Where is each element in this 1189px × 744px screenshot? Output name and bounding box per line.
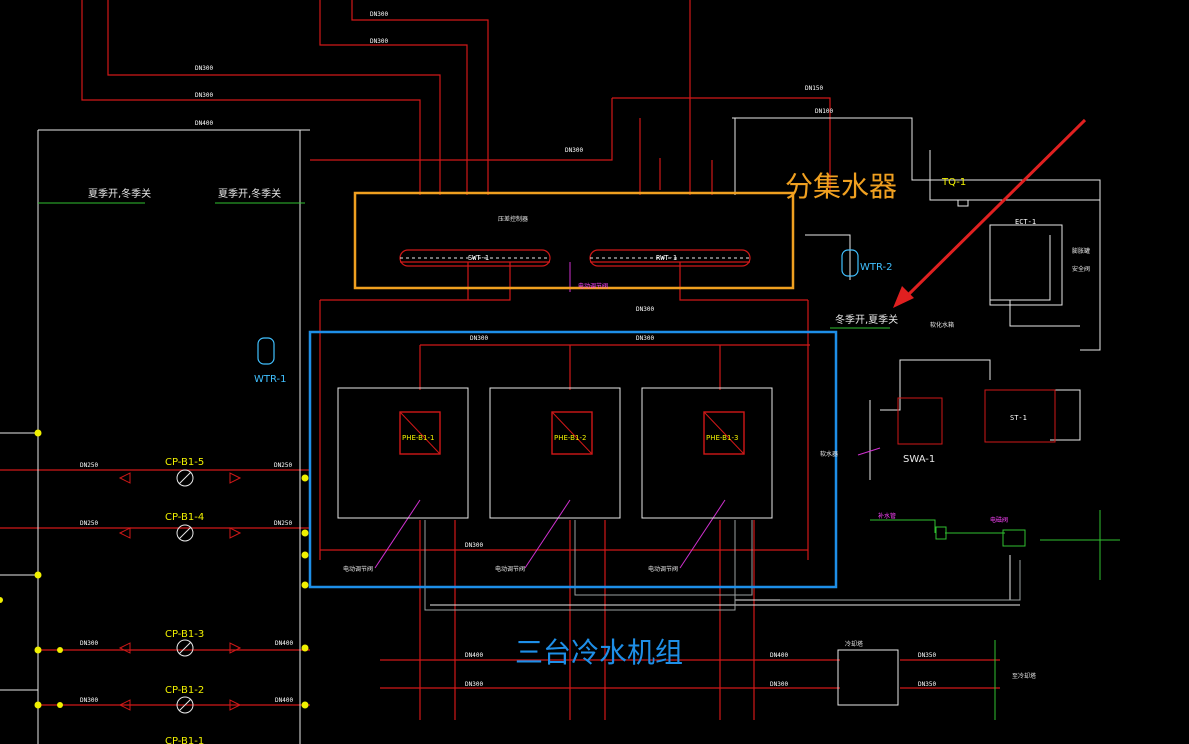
pipe-size-label: DN300 [195,92,213,99]
pipe-size-label: DN300 [80,640,98,647]
swa-note: 软水器 [820,450,838,458]
swt-label: SWT-1 [468,254,489,262]
pipe-size-label: DN300 [636,306,654,313]
seasonal-note-1: 夏季开,冬季关 [88,187,151,200]
magenta-note: 电磁阀 [990,516,1008,524]
phe2-label: PHE-B1-2 [554,434,586,442]
expansion-tanks [257,249,859,365]
swt-note: 电动调节阀 [578,282,608,290]
st-label: ST-1 [1010,414,1027,422]
heat-exchanger-units [337,387,773,519]
pipe-size-label: DN300 [465,681,483,688]
wtr1-label: WTR-1 [254,374,287,385]
pipe-size-label: DN300 [370,11,388,18]
red-pipe-lines [0,0,1000,720]
tq-label: TQ-1 [941,177,966,188]
pipe-size-label: DN300 [470,335,488,342]
chiller-highlight-box [308,330,838,589]
swa-label: SWA-1 [903,454,935,465]
ect-note-2: 安全阀 [1072,265,1090,273]
phe1-label: PHE-B1-1 [402,434,434,442]
pump-label-4: CP-B1-4 [165,512,204,523]
valve-note-2: 电动调节阀 [495,565,525,573]
pipe-size-label: DN350 [918,681,936,688]
pipe-size-label: DN300 [465,542,483,549]
pipe-size-label: DN400 [195,120,213,127]
seasonal-note-2: 夏季开,冬季关 [218,187,281,200]
wtr2-label: WTR-2 [860,262,893,273]
pipe-size-label: DN300 [770,681,788,688]
junction-dots [0,429,309,709]
rwt-label: RWT-1 [656,254,677,262]
chiller-annotation: 三台冷水机组 [515,636,683,669]
pipe-size-label: DN250 [274,462,292,469]
pipe-size-label: DN400 [275,697,293,704]
magenta-lead-lines [374,262,881,569]
ect-note-1: 膨胀罐 [1072,247,1090,255]
right-side-equipment [837,199,1063,706]
ect-label: ECT-1 [1015,218,1036,226]
pipe-size-label: DN350 [918,652,936,659]
pipe-size-label: DN300 [565,147,583,154]
pipe-size-label: DN250 [274,520,292,527]
pipe-size-label: DN300 [80,697,98,704]
gray-control-lines [424,520,1021,611]
pipe-size-label: DN400 [275,640,293,647]
pipe-size-label: DN400 [465,652,483,659]
gauge-note: 压差控制器 [498,215,528,223]
pipe-size-label: DN100 [815,108,833,115]
pump-label-1: CP-B1-1 [165,736,204,744]
pipe-size-label: DN300 [370,38,388,45]
annotation-arrowhead [893,286,914,308]
cooling-box-label: 冷却塔 [845,640,863,648]
pipe-size-label: DN250 [80,520,98,527]
right-note: 至冷却塔 [1012,672,1036,680]
pump-symbols [118,469,242,714]
collector-annotation: 分集水器 [785,170,897,203]
pipe-size-label: DN250 [80,462,98,469]
valve-note-1: 电动调节阀 [343,565,373,573]
st-note: 软化水箱 [930,321,954,329]
green-signal-lines [38,202,1120,720]
pump-label-5: CP-B1-5 [165,457,204,468]
phe3-label: PHE-B1-3 [706,434,738,442]
white-pipe-lines [0,117,1101,744]
annotation-arrow [903,118,1087,300]
pump-label-3: CP-B1-3 [165,629,204,640]
collector-highlight-box [353,191,795,290]
pipe-size-label: DN300 [195,65,213,72]
pipe-size-label: DN150 [805,85,823,92]
pipe-size-label: DN400 [770,652,788,659]
header-vessels [399,249,751,267]
pipe-size-label: DN300 [636,335,654,342]
valve-note-3: 电动调节阀 [648,565,678,573]
seasonal-note-3: 冬季开,夏季关 [835,313,898,326]
pump-label-2: CP-B1-2 [165,685,204,696]
green-note: 补水管 [878,512,896,520]
